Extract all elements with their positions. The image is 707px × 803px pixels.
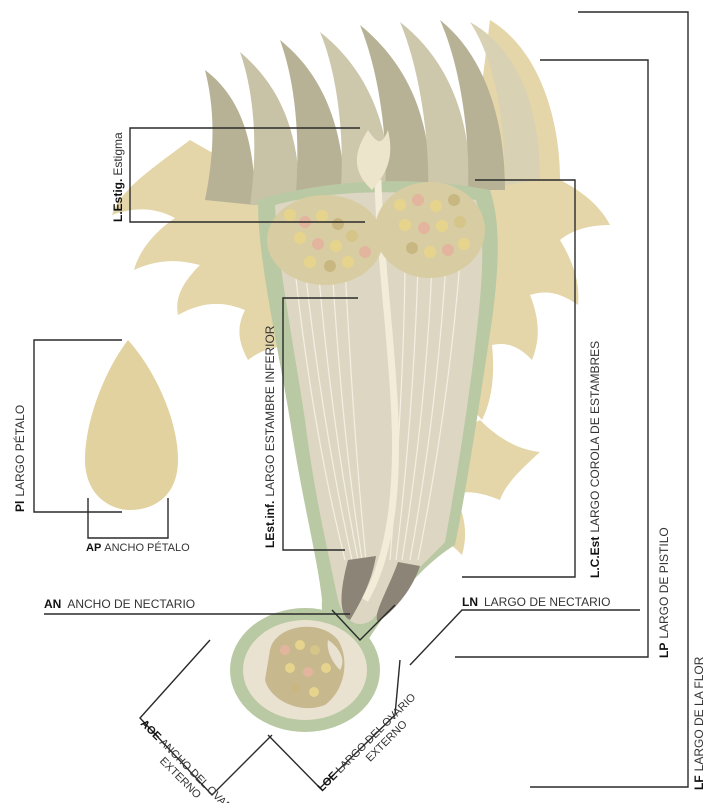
anther-cluster-left (267, 195, 383, 285)
anther-cluster-right (375, 182, 485, 278)
label-l-c-est: L.C.EstLARGO COROLA DE ESTAMBRES (588, 341, 602, 578)
label-aoe: AOEANCHO DEL OVARIO EXTERNO (129, 718, 243, 803)
label-l-estig: L.Estig.Estigma (111, 132, 125, 222)
label-lp: LPLARGO DE PISTILO (657, 527, 671, 658)
ovary (230, 608, 380, 732)
detached-petal (85, 340, 178, 510)
label-lf: LFLARGO DE LA FLOR (692, 656, 706, 790)
label-pl: PlLARGO PÉTALO (12, 405, 27, 512)
label-l-est-inf: LEst.inf.LARGO ESTAMBRE INFERIOR (263, 325, 277, 548)
